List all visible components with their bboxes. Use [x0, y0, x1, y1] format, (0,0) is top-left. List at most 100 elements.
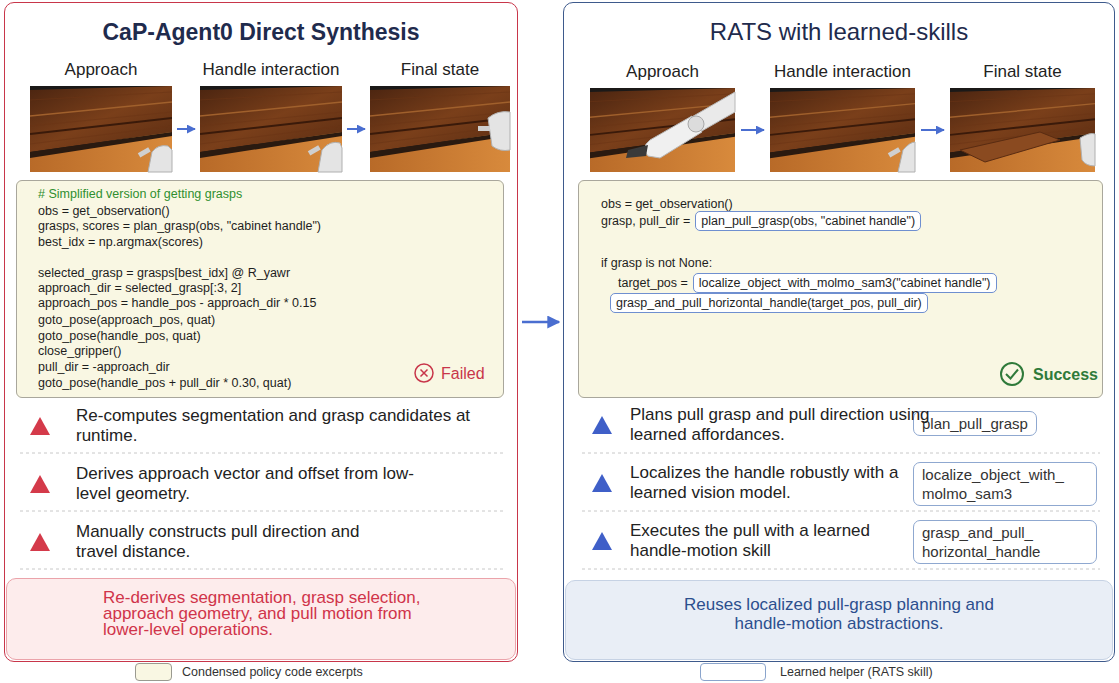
bullet-triangle	[30, 417, 50, 435]
panel: RATS with learned-skillsApproachHandle i…	[563, 2, 1115, 662]
node-text: localize_object_with_ molmo_sam3	[922, 465, 1088, 503]
bullet-text: Executes the pull with a learned handle-…	[630, 521, 930, 561]
screenshot	[478, 126, 490, 131]
code-line: if grasp is not None:	[601, 255, 712, 271]
screenshot	[950, 88, 1095, 172]
bullet-text: Manually constructs pull direction and t…	[76, 522, 398, 562]
flow-arrow	[177, 128, 195, 130]
step-label: Approach	[626, 62, 699, 82]
bullet-triangle	[592, 474, 612, 492]
code-box: # Simplified version of getting graspsob…	[16, 180, 504, 398]
screenshot-frame: Approach	[590, 88, 735, 172]
failed-icon	[415, 364, 433, 382]
bullet-text: Localizes the handle robustly with a lea…	[630, 463, 909, 503]
bullet-triangle	[592, 532, 612, 550]
code-line: goto_pose(handle_pos + pull_dir * 0.30, …	[38, 375, 291, 391]
node-text: grasp_and_pull_ horizontal_handle	[922, 523, 1088, 561]
screenshot	[960, 132, 1060, 162]
code-line: target_pos =	[618, 275, 688, 291]
helper-call: localize_object_with_molmo_sam3("cabinet…	[693, 273, 997, 293]
code-line: approach_dir = selected_grasp[:3, 2]	[38, 280, 241, 296]
flow-arrow	[741, 129, 764, 131]
screenshot-frame: Final state	[950, 88, 1095, 172]
failed-icon	[415, 364, 433, 382]
bullet-triangle	[30, 475, 50, 493]
step-label: Handle interaction	[202, 60, 339, 80]
node-text: RATS with learned-skills	[564, 17, 1114, 47]
node-text: Reuses localized pull-grasp planning and…	[684, 595, 994, 633]
code-line: # Simplified version of getting grasps	[38, 186, 242, 202]
code-box-fill	[16, 180, 504, 398]
screenshot	[888, 147, 901, 157]
row-separator	[20, 453, 1100, 569]
screenshot-frame: Final state	[370, 86, 510, 172]
success-icon	[1006, 370, 1018, 379]
step-label: Handle interaction	[774, 62, 911, 82]
node-text: plan_pull_grasp(obs, "cabinet handle")	[701, 213, 915, 229]
legend-text: Learned helper (RATS skill)	[780, 664, 933, 680]
code-line: best_idx = np.argmax(scores)	[38, 234, 203, 250]
success-icon	[1001, 363, 1023, 385]
helper-call: grasp_and_pull_horizontal_handle(target_…	[610, 293, 928, 313]
code-line: grasp, pull_dir =	[601, 213, 690, 229]
node-text: plan_pull_grasp	[922, 414, 1028, 433]
code-line: close_gripper()	[38, 343, 121, 359]
row-separator	[20, 569, 505, 570]
skill-tag: grasp_and_pull_ horizontal_handle	[913, 520, 1097, 564]
screenshot	[770, 88, 915, 172]
row-separator	[582, 511, 1100, 512]
screenshot-frame: Handle interaction	[200, 86, 342, 172]
screenshot	[590, 88, 735, 172]
screenshot	[308, 145, 321, 155]
screenshot	[1080, 134, 1095, 167]
step-label: Approach	[65, 60, 138, 80]
skill-tag: localize_object_with_ molmo_sam3	[913, 462, 1097, 506]
helper-call: plan_pull_grasp(obs, "cabinet handle")	[695, 211, 921, 231]
skill-tag: plan_pull_grasp	[913, 411, 1037, 436]
code-box: obs = get_observation()grasp, pull_dir =…	[578, 180, 1103, 398]
code-line: obs = get_observation()	[601, 196, 733, 212]
bullet-text: Derives approach vector and offset from …	[76, 464, 416, 504]
screenshot	[200, 86, 342, 172]
success-icon	[1001, 363, 1023, 385]
flow-arrow	[522, 321, 559, 324]
bullet-triangle	[30, 533, 50, 551]
flow-arrow	[347, 128, 365, 130]
code-line: goto_pose(handle_pos, quat)	[38, 328, 201, 344]
screenshot	[370, 86, 510, 172]
row-separator	[20, 453, 505, 454]
legend-swatch	[135, 663, 172, 681]
node-text: Re-derives segmentation, grasp selection…	[103, 590, 445, 638]
summary-box: Re-derives segmentation, grasp selection…	[6, 578, 516, 660]
bullet-triangle	[592, 416, 612, 434]
bullet-text: Re-computes segmentation and grasp candi…	[76, 406, 488, 446]
code-line: grasps, scores = plan_grasp(obs, "cabine…	[38, 218, 321, 234]
node-text: grasp_and_pull_horizontal_handle(target_…	[616, 295, 922, 311]
code-line: obs = get_observation()	[38, 203, 170, 219]
node-text: CaP-Agent0 Direct Synthesis	[5, 17, 517, 47]
bullet-text: Plans pull grasp and pull direction usin…	[630, 405, 930, 445]
row-separator	[20, 511, 505, 512]
code-line: approach_pos = handle_pos - approach_dir…	[38, 295, 316, 311]
screenshot-frame: Handle interaction	[770, 88, 915, 172]
screenshot	[898, 142, 915, 172]
code-box-fill	[578, 180, 1103, 398]
summary-box: Reuses localized pull-grasp planning and…	[565, 580, 1113, 660]
panel: CaP-Agent0 Direct SynthesisApproachHandl…	[4, 2, 518, 662]
failed-icon	[421, 370, 428, 377]
screenshot	[488, 112, 510, 151]
screenshot	[138, 147, 151, 157]
code-line: Success	[1033, 365, 1098, 385]
screenshot	[626, 145, 648, 158]
screenshot	[688, 116, 704, 132]
code-line: goto_pose(approach_pos, quat)	[38, 312, 215, 328]
row-separator	[582, 453, 1100, 454]
node-text: localize_object_with_molmo_sam3("cabinet…	[699, 275, 991, 291]
code-box-fill	[16, 180, 1103, 398]
screenshot	[30, 86, 172, 172]
code-line: selected_grasp = grasps[best_idx] @ R_ya…	[38, 265, 290, 281]
screenshot	[148, 146, 172, 172]
code-line: Failed	[441, 364, 485, 384]
